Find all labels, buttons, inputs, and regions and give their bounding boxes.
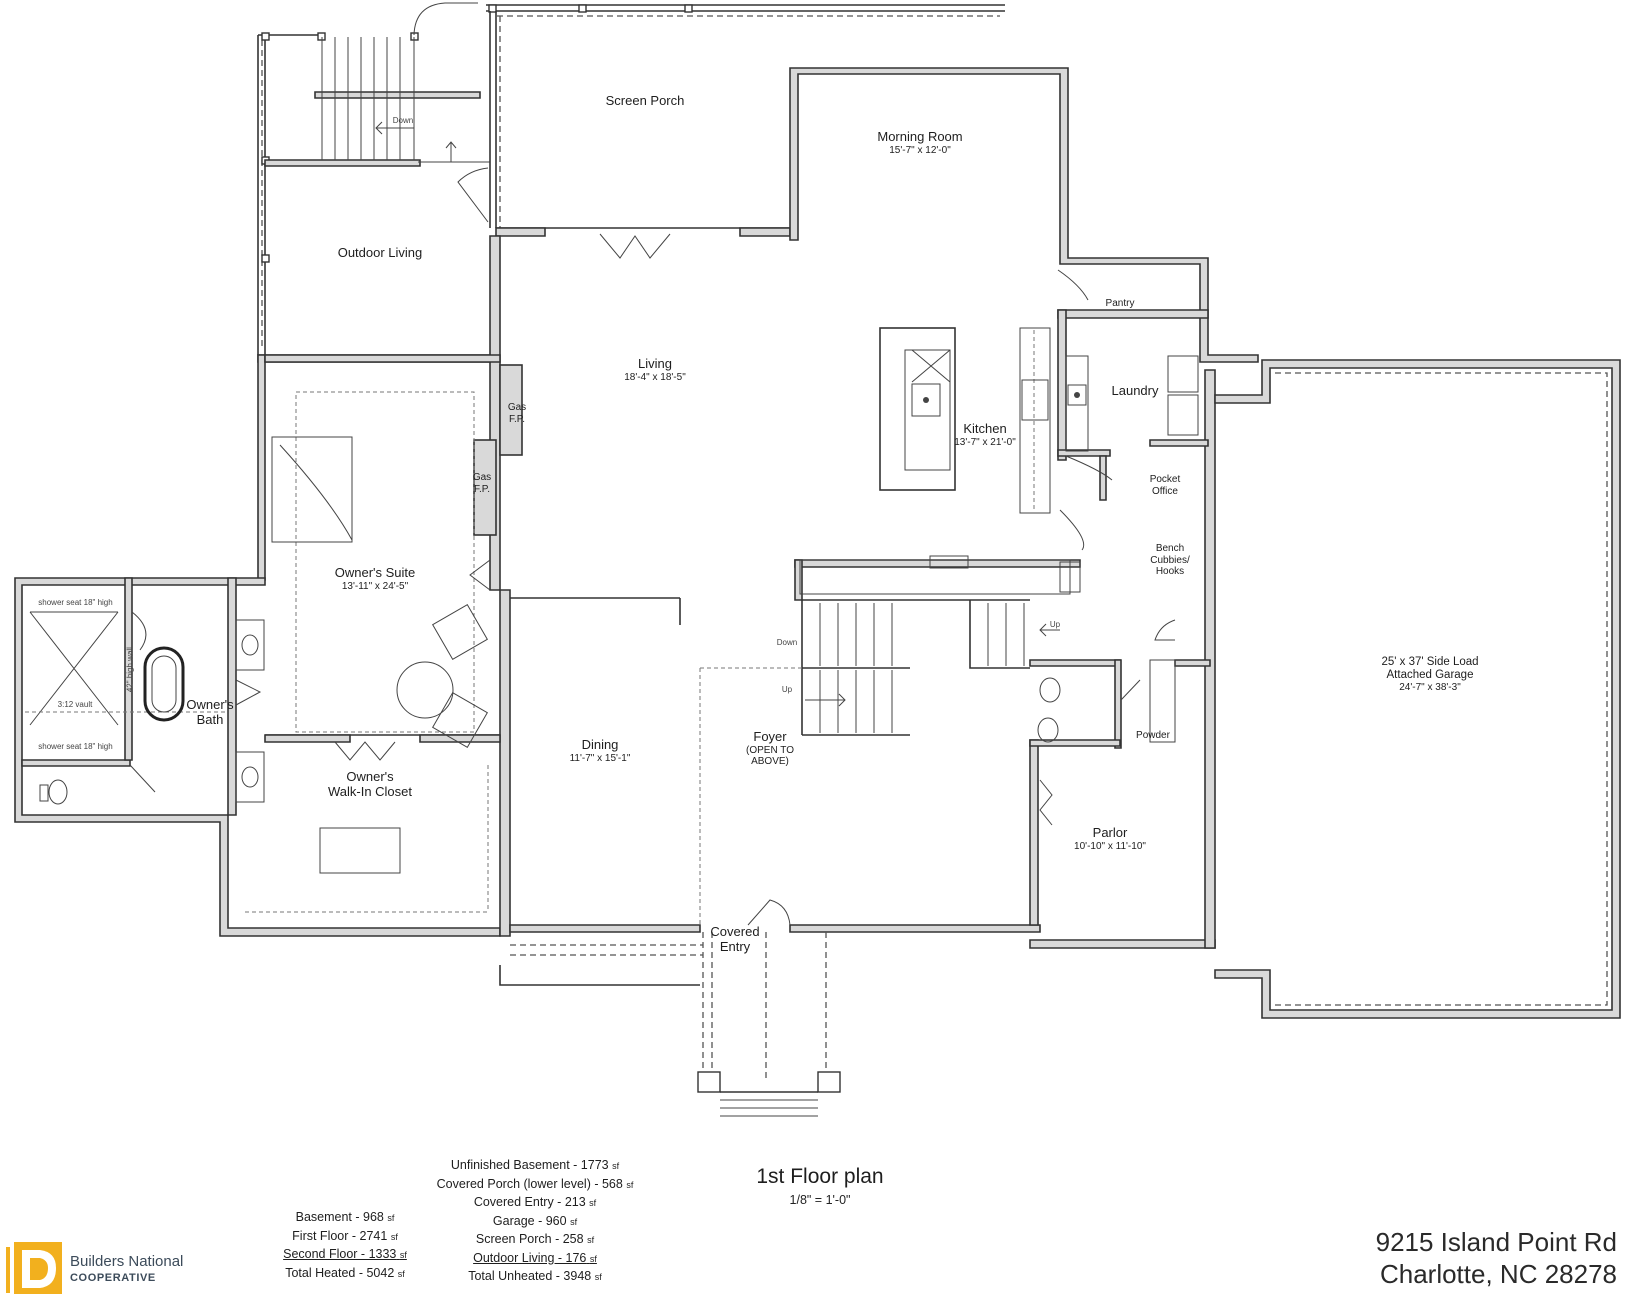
kitchen-counters <box>799 327 1081 595</box>
owners-suite-furniture <box>271 391 489 749</box>
high-wall-label: 42" high wall <box>125 647 135 693</box>
exterior-walls <box>14 67 1621 1019</box>
room-label-covered-entry: Covered Entry <box>710 924 760 954</box>
room-label-morning-room: Morning Room 15'-7" x 12'-0" <box>877 129 963 156</box>
gas-fireplace-label-2: Gas F.P. <box>472 472 492 495</box>
builders-national-logo: Builders National COOPERATIVE <box>4 1245 183 1295</box>
area-covered-porch: Covered Porch (lower level) - 568 sf <box>436 1176 634 1191</box>
covered-entry-structure <box>499 667 841 1117</box>
room-label-parlor: Parlor 10'-10" x 11'-10" <box>1074 825 1146 852</box>
room-label-dining: Dining 11'-7" x 15'-1" <box>569 737 631 764</box>
doors <box>129 269 1176 826</box>
logo-line2: COOPERATIVE <box>70 1272 156 1284</box>
plan-scale: 1/8" = 1'-0" <box>789 1193 851 1207</box>
area-total-heated: Total Heated - 5042 sf <box>285 1265 405 1280</box>
shower-seat-top-label: shower seat 18" high <box>38 598 113 607</box>
deck-stair-down-label: Down <box>392 116 414 125</box>
gas-fireplace-label-1: Gas F.P. <box>507 402 527 425</box>
room-label-laundry: Laundry <box>1111 383 1159 398</box>
main-stair-down-label: Down <box>776 638 798 647</box>
area-outdoor-living: Outdoor Living - 176 sf <box>473 1250 597 1265</box>
area-unfinished-basement: Unfinished Basement - 1773 sf <box>450 1158 620 1172</box>
screen-porch-walls <box>486 4 1005 259</box>
plan-title-block: 1st Floor plan 1/8" = 1'-0" <box>700 1165 940 1207</box>
fireplaces <box>473 364 523 536</box>
room-label-pantry: Pantry <box>1105 298 1135 309</box>
room-label-pocket-office: Pocket Office <box>1149 474 1181 497</box>
area-covered-entry: Covered Entry - 213 sf <box>473 1195 597 1209</box>
room-label-owners-suite: Owner's Suite 13'-11" x 24'-5" <box>334 565 416 592</box>
area-total-unheated: Total Unheated - 3948 sf <box>468 1269 602 1283</box>
room-label-bench-cubbies: Bench Cubbies/ Hooks <box>1150 543 1190 577</box>
room-label-owners-bath: Owner's Bath <box>186 697 234 727</box>
shower-seat-bottom-label: shower seat 18" high <box>38 742 113 751</box>
area-first-floor: First Floor - 2741 sf <box>292 1228 398 1243</box>
vault-label: 3:12 vault <box>57 700 93 709</box>
address-street: 9215 Island Point Rd <box>1375 1227 1617 1257</box>
main-stairs <box>801 599 1060 736</box>
powder-fixtures <box>1037 659 1176 743</box>
area-basement: Basement - 968 sf <box>295 1210 395 1224</box>
plan-title: 1st Floor plan <box>756 1165 884 1188</box>
logo-line1: Builders National <box>70 1253 184 1270</box>
builders-national-logo-mark <box>6 1242 62 1294</box>
heated-areas-list: Basement - 968 sf First Floor - 2741 sf … <box>265 1209 425 1283</box>
room-label-walk-in-closet: Owner's Walk-In Closet <box>327 769 413 799</box>
room-label-outdoor-living: Outdoor Living <box>337 245 423 260</box>
logo-mark <box>4 1245 62 1295</box>
kitchen-island <box>879 327 956 491</box>
property-address: 9215 Island Point Rd Charlotte, NC 28278 <box>1376 1226 1617 1290</box>
area-garage: Garage - 960 sf <box>492 1213 578 1228</box>
owners-bath-fixtures <box>25 611 265 805</box>
outdoor-living-walls <box>257 2 490 355</box>
address-city: Charlotte, NC 28278 <box>1379 1259 1617 1289</box>
room-label-garage: 25' x 37' Side Load Attached Garage 24'-… <box>1381 656 1479 694</box>
main-stair-up-label: Up <box>781 685 793 694</box>
laundry-fixtures <box>1065 355 1199 452</box>
closet-island <box>245 765 489 913</box>
unheated-areas-list: Unfinished Basement - 1773 sf Covered Po… <box>420 1157 650 1287</box>
room-label-living: Living 18'-4" x 18'-5" <box>624 356 686 383</box>
area-second-floor: Second Floor - 1333 sf <box>283 1247 407 1261</box>
area-screen-porch: Screen Porch - 258 sf <box>475 1232 595 1246</box>
room-label-foyer: Foyer (OPEN TO ABOVE) <box>746 729 794 768</box>
room-label-screen-porch: Screen Porch <box>605 93 685 108</box>
room-label-powder: Powder <box>1136 730 1170 741</box>
upper-stair-up-label: Up <box>1049 620 1061 629</box>
deck-stairs <box>321 37 415 160</box>
room-label-kitchen: Kitchen 13'-7" x 21'-0" <box>954 421 1016 448</box>
interior-walls <box>21 309 1211 816</box>
